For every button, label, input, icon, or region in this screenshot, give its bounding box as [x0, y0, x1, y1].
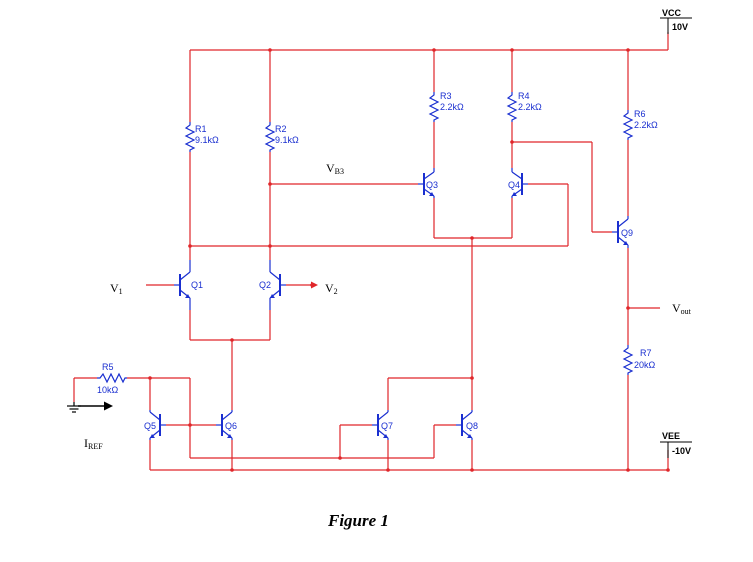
transistor-q4 — [511, 168, 528, 198]
resistor-r1 — [184, 122, 196, 152]
component-labels: VCC 10V VEE -10V R1 9.1kΩ R2 9.1kΩ R3 2.… — [97, 8, 691, 456]
r3-name-label: R3 — [440, 91, 452, 101]
r7-value-label: 20kΩ — [634, 360, 656, 370]
r4-name-label: R4 — [518, 91, 530, 101]
q7-label: Q7 — [381, 421, 393, 431]
current-arrow-icon — [78, 401, 113, 411]
transistor-q8 — [456, 410, 473, 440]
v2-label: V2 — [325, 281, 338, 296]
vb3-label: VB3 — [326, 161, 344, 176]
transistor-q5 — [149, 410, 166, 440]
r7-name-label: R7 — [640, 348, 652, 358]
q5-label: Q5 — [144, 421, 156, 431]
r4-value-label: 2.2kΩ — [518, 102, 542, 112]
junction-dots — [148, 48, 670, 472]
r3-value-label: 2.2kΩ — [440, 102, 464, 112]
resistor-r4 — [506, 92, 518, 122]
r1-name-label: R1 — [195, 124, 207, 134]
q2-label: Q2 — [259, 280, 271, 290]
r2-value-label: 9.1kΩ — [275, 135, 299, 145]
r5-value-label: 10kΩ — [97, 385, 119, 395]
resistor-r7 — [622, 345, 634, 375]
resistor-r5 — [97, 372, 127, 384]
vee-value-label: -10V — [672, 446, 691, 456]
q8-label: Q8 — [466, 421, 478, 431]
q6-label: Q6 — [225, 421, 237, 431]
iref-label: IREF — [84, 436, 103, 451]
transistor-q1 — [174, 260, 191, 310]
transistor-q7 — [372, 410, 389, 440]
r6-value-label: 2.2kΩ — [634, 120, 658, 130]
q3-label: Q3 — [426, 180, 438, 190]
resistor-r6 — [622, 110, 634, 140]
resistor-r3 — [428, 92, 440, 122]
vcc-value-label: 10V — [672, 22, 688, 32]
wires — [73, 32, 669, 471]
figure-caption: Figure 1 — [327, 511, 389, 530]
q9-label: Q9 — [621, 228, 633, 238]
ground-icon — [67, 402, 81, 413]
q4-label: Q4 — [508, 180, 520, 190]
transistor-q9 — [612, 216, 629, 248]
signal-labels: V1 V2 VB3 Vout IREF — [84, 161, 692, 451]
r2-name-label: R2 — [275, 124, 287, 134]
r5-name-label: R5 — [102, 362, 114, 372]
q1-label: Q1 — [191, 280, 203, 290]
transistor-q6 — [216, 410, 233, 440]
vcc-name-label: VCC — [662, 8, 682, 18]
r6-name-label: R6 — [634, 109, 646, 119]
r1-value-label: 9.1kΩ — [195, 135, 219, 145]
vout-label: Vout — [672, 301, 692, 316]
vcc-symbol — [660, 17, 692, 34]
transistor-q3 — [418, 168, 435, 198]
v2-arrow-icon — [311, 281, 318, 289]
resistor-r2 — [264, 122, 276, 152]
vee-symbol — [660, 441, 692, 458]
transistor-q2 — [269, 260, 286, 310]
vee-name-label: VEE — [662, 431, 680, 441]
v1-label: V1 — [110, 281, 123, 296]
